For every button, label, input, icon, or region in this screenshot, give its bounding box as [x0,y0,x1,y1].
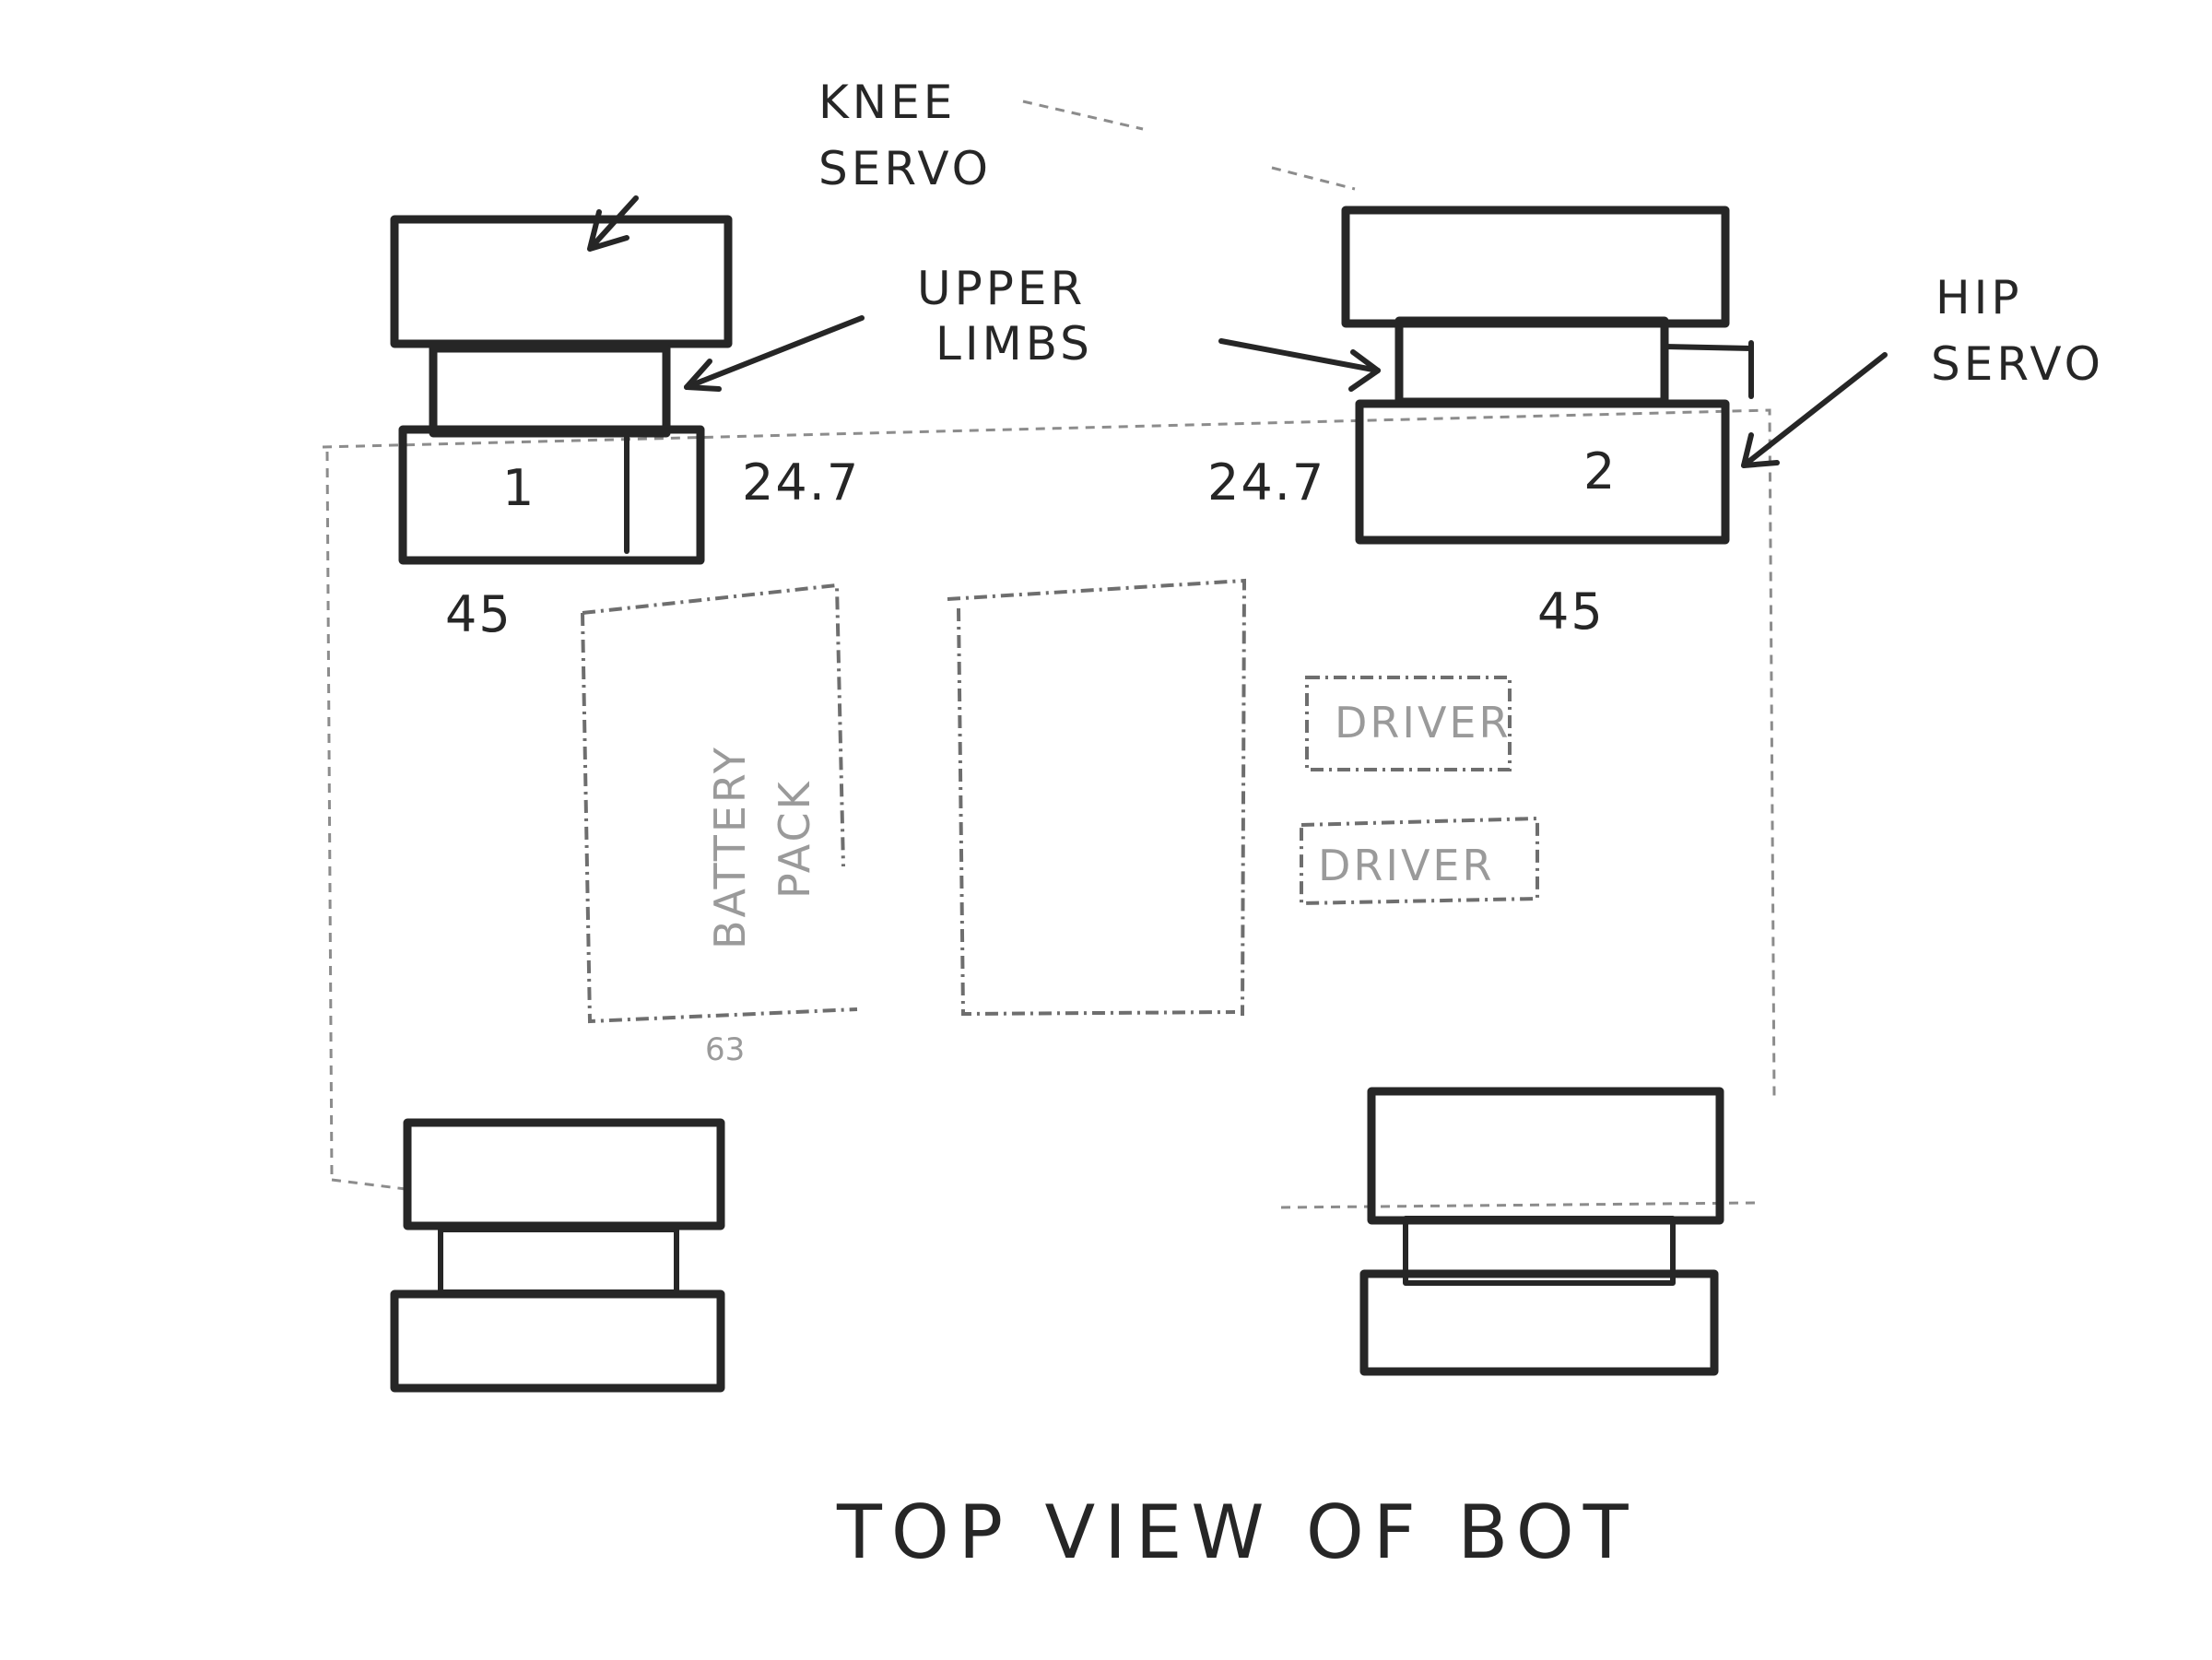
knee-servo-label-line1: KNEE [818,76,956,129]
upper-limb-bottom-left [438,1227,679,1295]
hip-servo-label-line2: SERVO [1931,337,2104,391]
upper-limbs-label-line1: UPPER [917,262,1086,315]
knee-servo-top-right [1341,206,1730,328]
driver-2-label: DRIVER [1318,841,1494,890]
annotation-knee-servo: KNEE SERVO [587,76,1356,252]
hip-servo-2-number: 2 [1583,442,1617,500]
driver-1-label: DRIVER [1335,698,1511,748]
dim-right-side: 24.7 [1207,453,1325,512]
dim-right-width: 45 [1537,583,1605,641]
upper-limb-top-right [1394,316,1669,406]
servo-bottom-right-upper [1367,1087,1724,1225]
driver-board-2: DRIVER [1300,816,1539,906]
leg-bottom-left [390,1118,725,1393]
upper-limb-top-left [429,344,671,438]
servo-bottom-left-upper [403,1118,725,1230]
diagram-title: TOP VIEW OF BOT [836,1489,1638,1575]
hip-servo-label-line1: HIP [1936,271,2023,324]
battery-pack: BATTERY PACK [581,583,858,1024]
dimensions: 24.7 24.7 45 45 63 [445,453,1605,1068]
leg-top-right: 2 [1341,206,1754,545]
leg-bottom-right [1359,1087,1724,1376]
upper-limbs-label-line2: LIMBS [935,317,1093,371]
dim-left-side: 24.7 [742,453,860,512]
servo-bottom-left-lower [390,1289,725,1393]
annotation-hip-servo: HIP SERVO [1741,271,2104,468]
annotation-upper-limbs: UPPER LIMBS [684,262,1381,392]
central-board [947,578,1247,1017]
upper-limb-bottom-right [1403,1216,1676,1286]
battery-label-2: PACK [770,779,819,899]
leg-top-left: 1 [390,215,733,565]
battery-label: BATTERY [705,745,755,949]
knee-servo-label-line2: SERVO [818,142,992,195]
driver-board-1: DRIVER [1305,676,1512,771]
hip-servo-1 [398,425,705,565]
hip-servo-1-number: 1 [502,459,535,517]
bot-body-outline [322,408,1776,1209]
servo-bottom-right-lower [1359,1269,1719,1376]
knee-servo-top-left [390,215,733,348]
dim-left-width: 45 [445,585,512,643]
dim-battery-width: 63 [705,1031,745,1068]
hip-servo-2 [1355,399,1730,545]
